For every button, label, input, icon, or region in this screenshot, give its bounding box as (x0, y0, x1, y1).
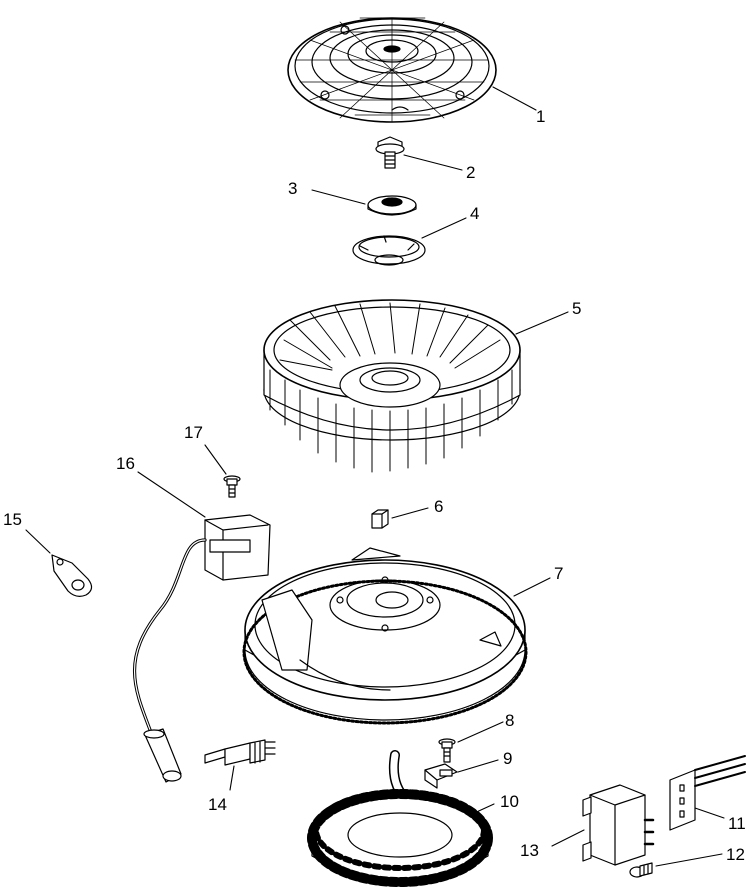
callout-11: 11 (728, 814, 746, 833)
leader-line-13 (551, 829, 585, 847)
leader-line-12 (655, 853, 723, 867)
leader-line-9 (457, 759, 499, 773)
callout-2: 2 (466, 163, 476, 182)
callout-16: 16 (116, 454, 135, 473)
part-2-flange-bolt (376, 137, 404, 168)
callout-8: 8 (505, 711, 515, 730)
leader-line-15 (25, 529, 51, 554)
callout-6: 6 (434, 497, 444, 516)
leader-line-1 (492, 86, 537, 111)
part-6-key (372, 510, 388, 528)
callout-12: 12 (726, 845, 745, 864)
leader-line-8 (457, 721, 504, 743)
leader-line-5 (515, 311, 569, 335)
callout-1: 1 (536, 107, 546, 126)
leader-line-3 (311, 189, 366, 205)
callout-5: 5 (572, 299, 582, 318)
part-14-spark-plug (205, 740, 275, 765)
part-16-ignition-module (135, 515, 270, 782)
leader-line-6 (391, 507, 429, 519)
part-10-stator (312, 755, 488, 882)
part-9-wire-clip (425, 764, 457, 788)
part-5-fan (264, 300, 520, 472)
leader-line-7 (513, 577, 551, 597)
part-8-screw (439, 739, 455, 762)
part-15-clamp (52, 555, 92, 596)
leader-line-10 (469, 803, 495, 816)
leader-line-16 (137, 471, 206, 518)
part-3-washer (368, 196, 416, 215)
part-7-flywheel (244, 548, 526, 723)
leader-line-4 (421, 217, 467, 239)
callout-10: 10 (500, 792, 519, 811)
callout-17: 17 (184, 423, 203, 442)
callout-14: 14 (208, 795, 227, 814)
callout-4: 4 (470, 204, 480, 223)
callout-3: 3 (288, 179, 298, 198)
leader-line-11 (694, 807, 725, 819)
leader-lines (25, 86, 725, 867)
part-12-bolt (630, 863, 652, 877)
part-11-connector (670, 756, 745, 830)
callout-15: 15 (3, 510, 22, 529)
callout-9: 9 (503, 749, 513, 768)
part-4-cup (353, 236, 425, 265)
part-17-screw (224, 476, 240, 497)
part-13-regulator (583, 785, 653, 865)
callout-13: 13 (520, 841, 539, 860)
leader-line-17 (204, 444, 227, 475)
part-1-fan-screen (288, 18, 496, 122)
callout-7: 7 (554, 564, 564, 583)
leader-line-2 (403, 154, 463, 171)
leader-line-14 (229, 765, 235, 791)
